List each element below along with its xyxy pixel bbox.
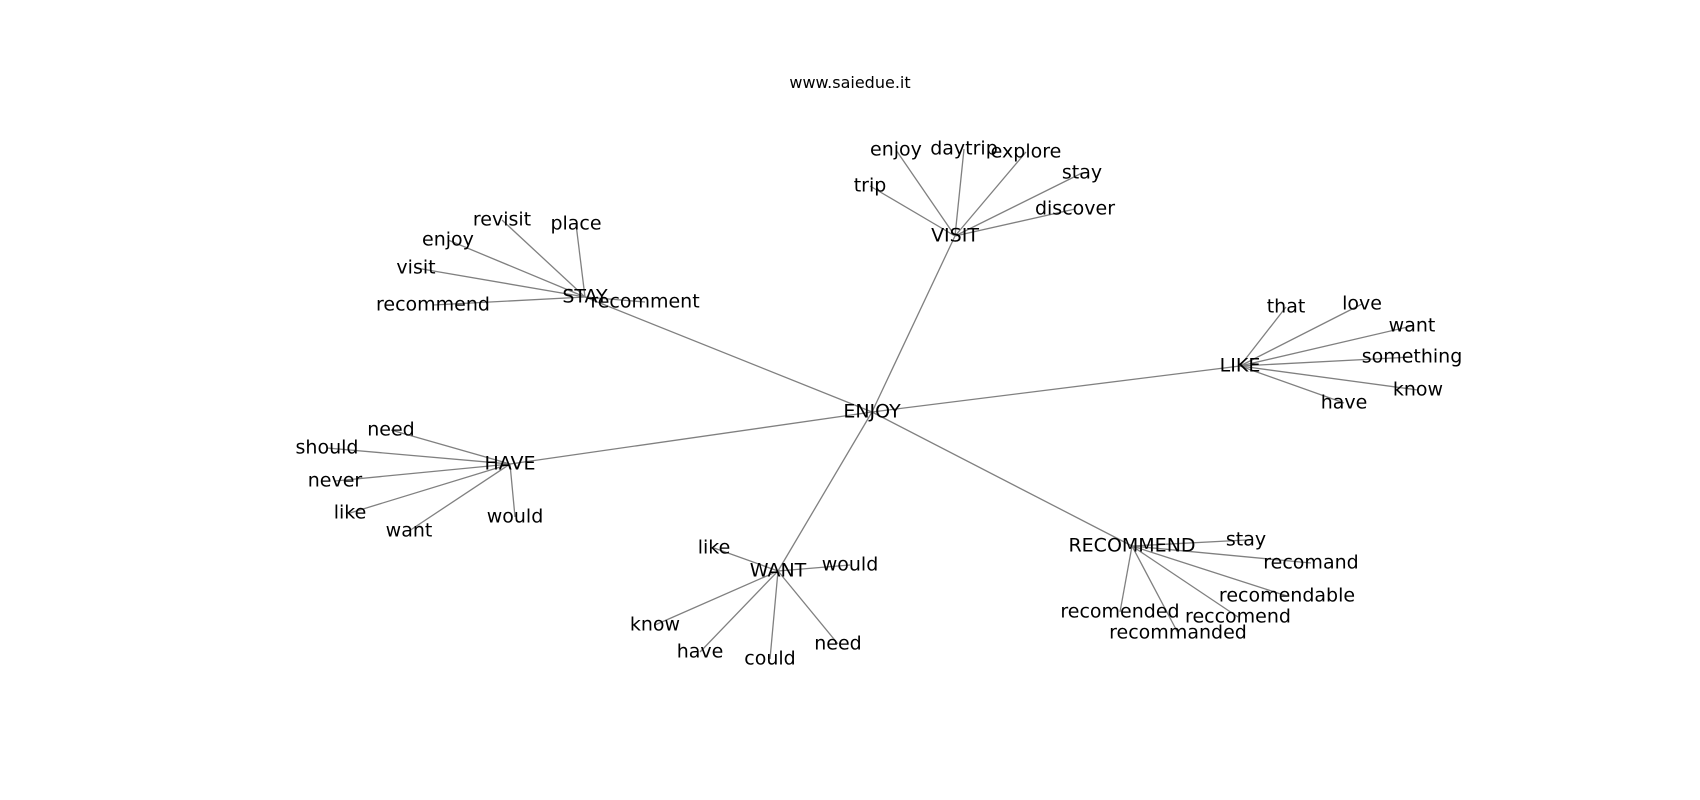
- edge-visit-daytrip: [954, 148, 965, 237]
- edge-have-should: [326, 447, 511, 465]
- node-leaf-visit-trip: trip: [854, 175, 887, 197]
- node-center-enjoy: ENJOY: [843, 401, 901, 423]
- node-leaf-visit-daytrip: daytrip: [930, 138, 998, 160]
- edge-recommend-stay: [1131, 539, 1247, 547]
- node-hub-recommend: RECOMMEND: [1068, 535, 1195, 557]
- node-hub-stay: STAY: [562, 286, 608, 308]
- node-leaf-stay-revisit: revisit: [473, 209, 531, 231]
- edge-visit-enjoy: [895, 149, 956, 237]
- node-leaf-recommend-reccomend: reccomend: [1185, 606, 1291, 628]
- edge-have-want: [408, 463, 511, 532]
- edge-visit-explore: [954, 151, 1027, 237]
- node-leaf-recommend-recommanded: recommanded: [1109, 622, 1247, 644]
- node-leaf-have-never: never: [308, 470, 363, 492]
- node-leaf-stay-enjoy: enjoy: [422, 229, 474, 251]
- node-leaf-have-need: need: [367, 419, 414, 441]
- edge-like-have: [1239, 365, 1345, 404]
- node-leaf-want-need: need: [814, 633, 861, 655]
- node-leaf-recommend-recomand: recomand: [1263, 552, 1358, 574]
- edge-recommend-recommanded: [1131, 545, 1179, 634]
- edge-stay-recommend: [432, 296, 586, 306]
- edge-recommend-reccomend: [1131, 545, 1239, 618]
- node-leaf-like-know: know: [1393, 379, 1443, 401]
- edge-visit-discover: [954, 208, 1076, 237]
- edge-stay-enjoy: [447, 239, 586, 298]
- edge-center-want: [777, 411, 873, 572]
- edge-stay-place: [575, 223, 586, 298]
- edge-want-know: [654, 570, 779, 626]
- edge-want-need: [777, 570, 839, 645]
- edge-center-have: [509, 411, 873, 465]
- node-leaf-recommend-recomendable: recomendable: [1219, 585, 1355, 607]
- node-hub-visit: VISIT: [931, 225, 979, 247]
- edge-have-would: [509, 463, 516, 518]
- edge-center-like: [871, 365, 1241, 413]
- node-leaf-want-could: could: [744, 648, 795, 670]
- node-leaf-want-have: have: [677, 641, 724, 663]
- node-leaf-stay-recommend: recommend: [376, 294, 490, 316]
- node-leaf-have-should: should: [296, 437, 359, 459]
- edge-have-need: [390, 429, 511, 465]
- node-leaf-want-like: like: [698, 537, 731, 559]
- node-hub-like: LIKE: [1220, 355, 1261, 377]
- edge-recommend-recomand: [1131, 545, 1312, 564]
- edge-have-never: [334, 463, 511, 482]
- edge-stay-revisit: [501, 219, 586, 298]
- node-leaf-visit-enjoy: enjoy: [870, 139, 922, 161]
- edge-stay-visit: [415, 267, 586, 298]
- node-hub-want: WANT: [750, 560, 807, 582]
- node-leaf-stay-visit: visit: [396, 257, 435, 279]
- node-leaf-like-want: want: [1389, 315, 1436, 337]
- edges-layer: [326, 148, 1419, 660]
- edge-center-recommend: [871, 411, 1133, 547]
- node-leaf-stay-place: place: [550, 213, 601, 235]
- edge-like-that: [1239, 306, 1287, 367]
- edge-recommend-recomendable: [1131, 545, 1288, 597]
- node-leaf-like-that: that: [1267, 296, 1306, 318]
- node-leaf-like-have: have: [1321, 392, 1368, 414]
- node-leaf-visit-explore: explore: [991, 141, 1062, 163]
- edge-recommend-recomended: [1119, 545, 1133, 613]
- edge-want-have: [699, 570, 779, 653]
- node-leaf-recommend-stay: stay: [1226, 529, 1266, 551]
- edge-stay-recomment: [584, 296, 646, 303]
- edge-like-love: [1239, 303, 1363, 367]
- node-leaf-stay-recomment: recomment: [590, 291, 699, 313]
- node-leaf-have-would: would: [487, 506, 544, 528]
- edge-like-want: [1239, 325, 1413, 367]
- node-leaf-visit-discover: discover: [1035, 198, 1115, 220]
- edge-have-like: [349, 463, 511, 514]
- node-leaf-have-want: want: [386, 520, 433, 542]
- node-hub-have: HAVE: [484, 453, 535, 475]
- node-leaf-like-love: love: [1342, 293, 1382, 315]
- edge-center-visit: [871, 235, 956, 413]
- diagram-title: www.saiedue.it: [789, 73, 910, 92]
- edge-like-something: [1239, 356, 1413, 367]
- node-leaf-recommend-recomended: recomended: [1060, 601, 1179, 623]
- node-leaf-have-like: like: [334, 502, 367, 524]
- edge-visit-stay: [954, 172, 1083, 237]
- edge-want-like: [713, 547, 779, 572]
- node-leaf-want-know: know: [630, 614, 680, 636]
- node-leaf-visit-stay: stay: [1062, 162, 1102, 184]
- node-leaf-like-something: something: [1362, 346, 1463, 368]
- edge-center-stay: [584, 296, 873, 413]
- edge-want-would: [777, 564, 851, 572]
- edge-want-could: [769, 570, 779, 660]
- node-leaf-want-would: would: [822, 554, 879, 576]
- edge-visit-trip: [869, 185, 956, 237]
- edge-like-know: [1239, 365, 1419, 391]
